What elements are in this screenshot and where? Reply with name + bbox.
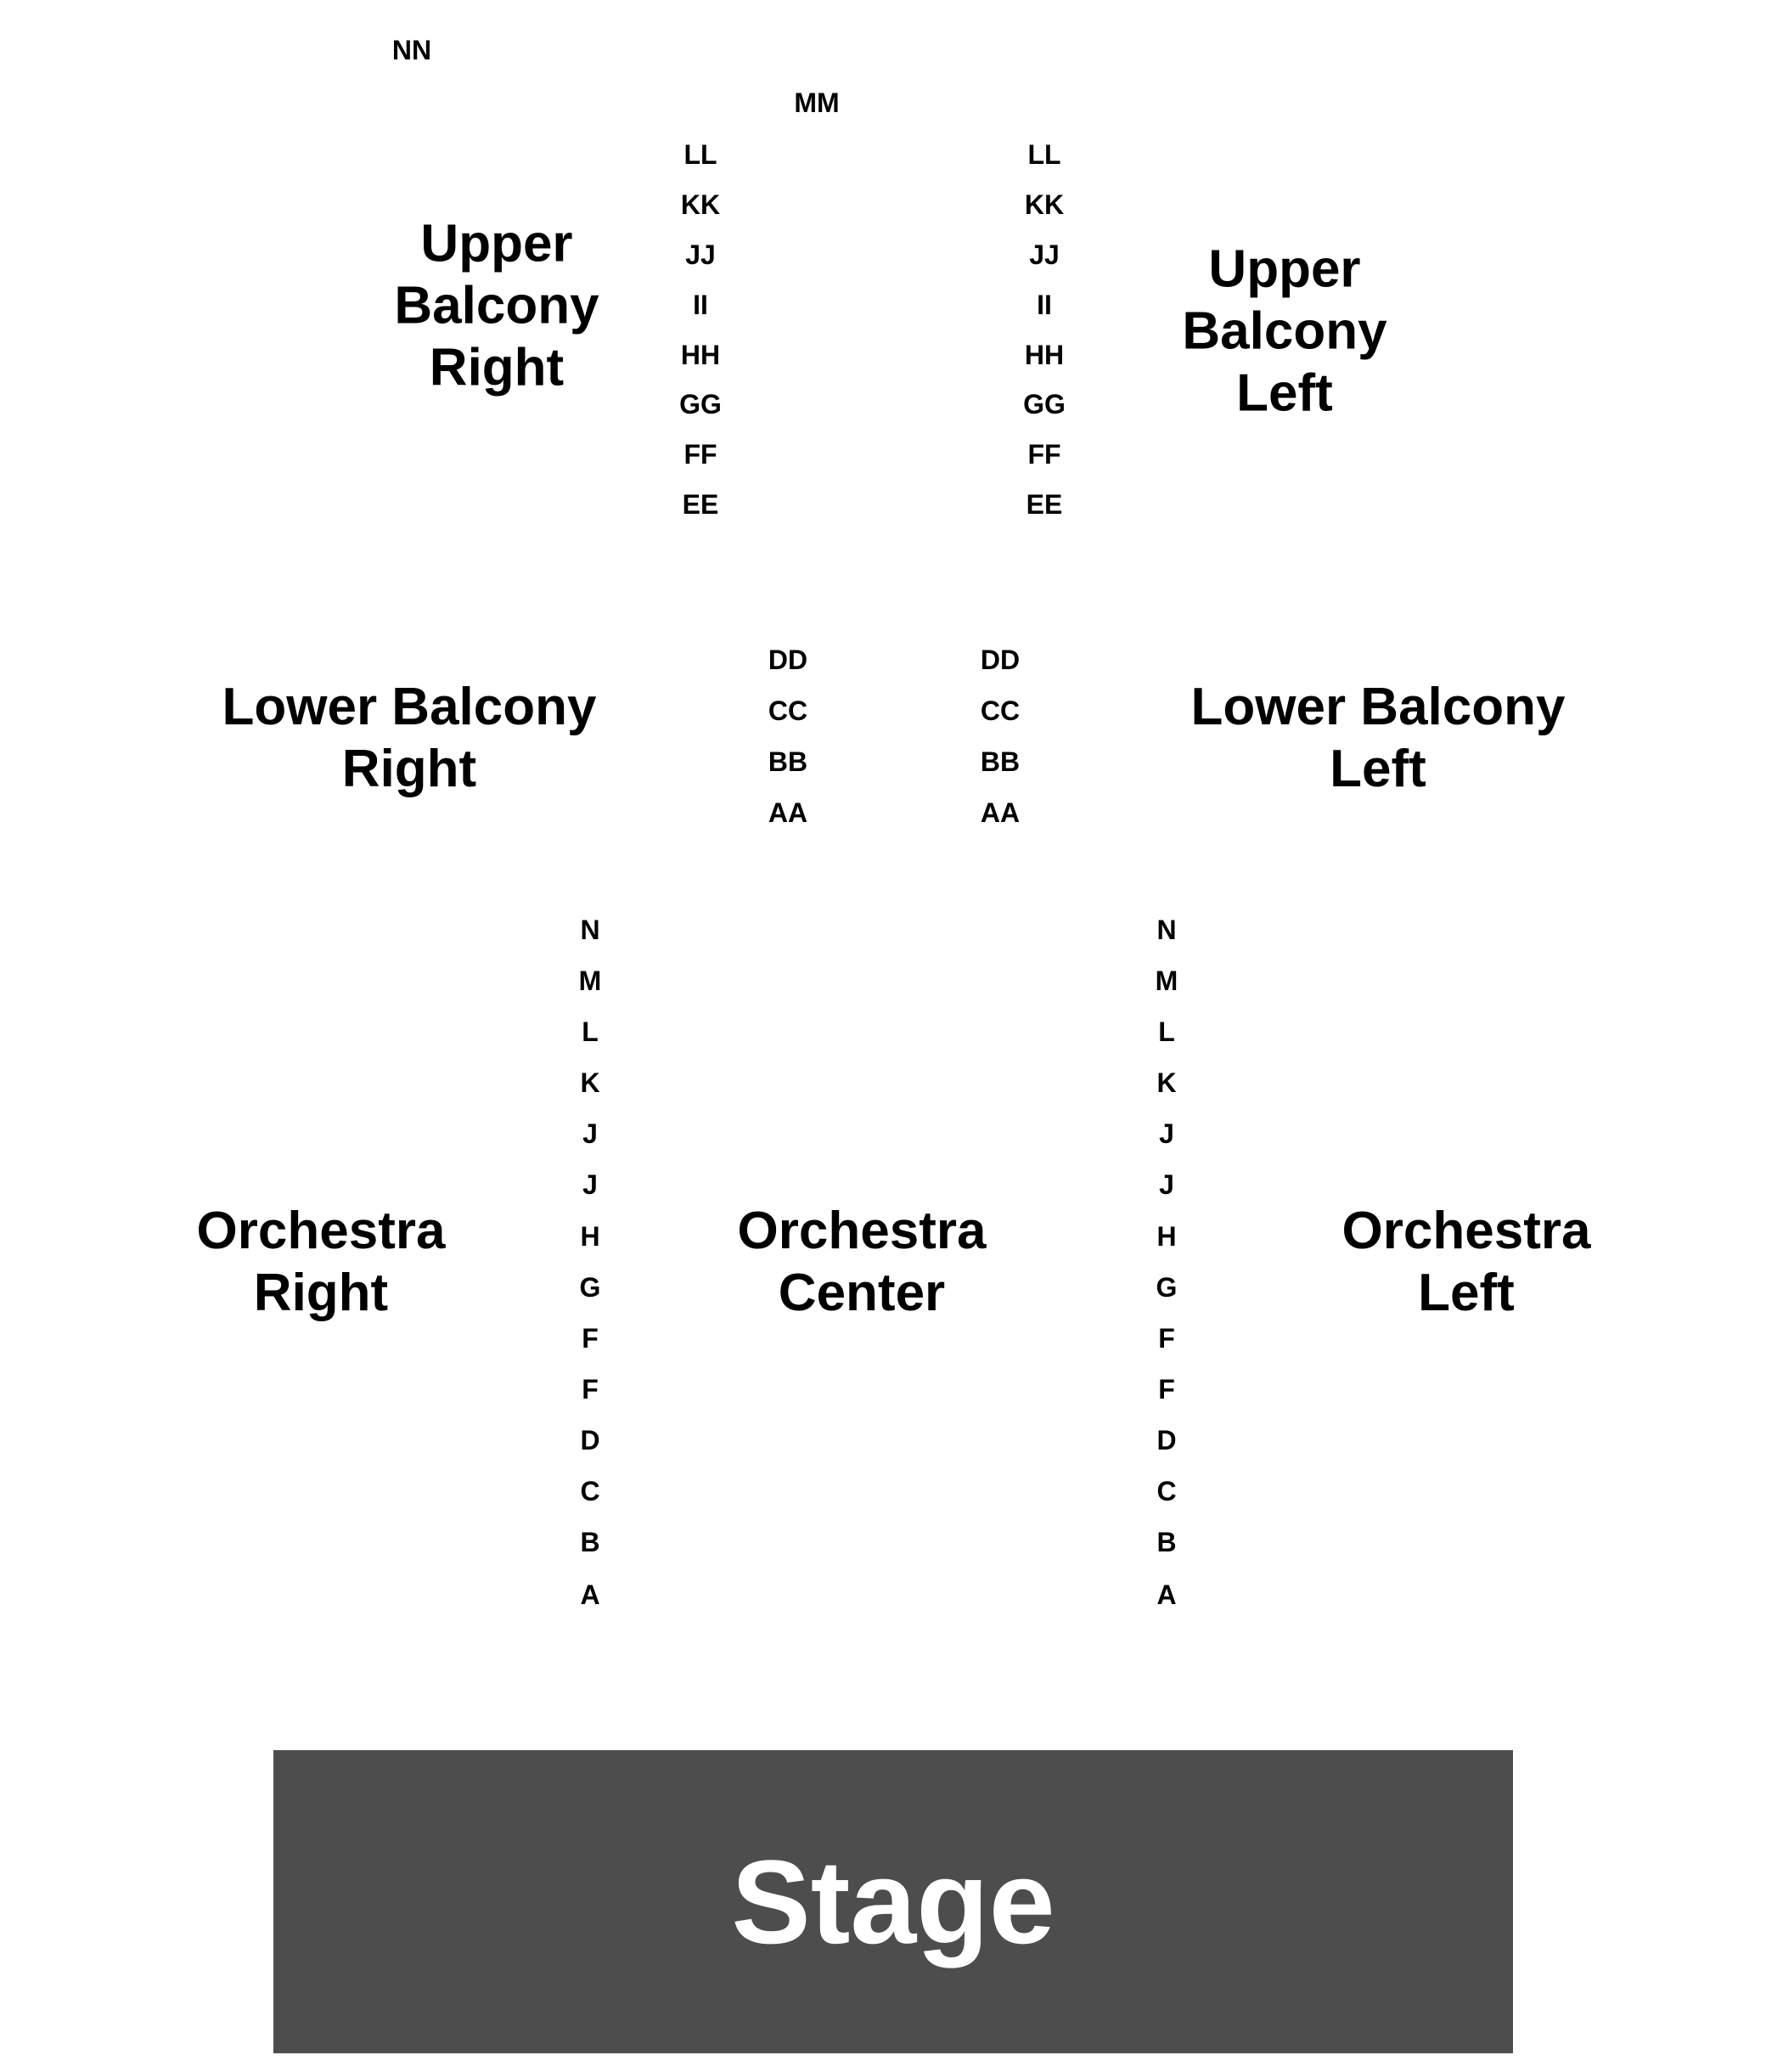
row-label[interactable]: FF: [1027, 439, 1061, 470]
row-label-nn[interactable]: NN: [391, 35, 432, 65]
section-label-line: Upper: [1208, 239, 1361, 299]
section-label-line: Upper: [420, 214, 573, 273]
section-label-line: Lower Balcony: [1190, 678, 1566, 736]
section-label-line: Right: [429, 338, 565, 397]
row-label[interactable]: F: [582, 1374, 599, 1405]
row-label[interactable]: G: [1156, 1272, 1178, 1303]
section-label-line: Left: [1418, 1264, 1515, 1322]
row-label[interactable]: B: [580, 1527, 600, 1557]
row-label[interactable]: EE: [1026, 489, 1063, 520]
section-upper-balcony-left[interactable]: Upper Balcony Left: [1182, 239, 1386, 425]
row-label[interactable]: A: [580, 1579, 600, 1610]
section-label-line: Left: [1236, 363, 1333, 423]
row-label[interactable]: F: [1158, 1323, 1175, 1354]
section-label-line: Lower Balcony: [222, 678, 597, 736]
section-orchestra-center[interactable]: Orchestra Center: [738, 1200, 987, 1324]
stage: Stage: [273, 1750, 1513, 2053]
row-label[interactable]: K: [1156, 1067, 1177, 1098]
row-label[interactable]: AA: [980, 797, 1021, 828]
section-label-line: Orchestra: [737, 1202, 987, 1260]
row-label[interactable]: F: [582, 1323, 599, 1354]
row-label[interactable]: N: [580, 915, 600, 945]
row-label[interactable]: KK: [1024, 189, 1065, 220]
row-label[interactable]: N: [1156, 915, 1177, 945]
section-lower-balcony-left[interactable]: Lower Balcony Left: [1191, 676, 1566, 800]
stage-label: Stage: [731, 1834, 1055, 1968]
row-label[interactable]: FF: [683, 439, 717, 470]
row-label[interactable]: BB: [768, 746, 808, 777]
row-label[interactable]: LL: [1027, 139, 1061, 170]
row-label[interactable]: L: [1158, 1016, 1175, 1047]
row-label[interactable]: CC: [768, 695, 808, 726]
row-label[interactable]: II: [1037, 290, 1052, 320]
row-label[interactable]: C: [1156, 1476, 1177, 1506]
row-label[interactable]: J: [582, 1169, 598, 1200]
section-orchestra-right[interactable]: Orchestra Right: [197, 1200, 446, 1324]
row-label[interactable]: GG: [679, 389, 722, 419]
row-label[interactable]: D: [1156, 1425, 1177, 1455]
row-label[interactable]: F: [1158, 1374, 1175, 1405]
row-label-mm[interactable]: MM: [794, 87, 840, 118]
row-label[interactable]: LL: [683, 139, 717, 170]
section-label-line: Right: [253, 1264, 389, 1322]
row-label[interactable]: C: [580, 1476, 600, 1506]
row-label[interactable]: K: [580, 1067, 600, 1098]
row-label[interactable]: BB: [980, 746, 1021, 777]
row-label[interactable]: KK: [680, 189, 721, 220]
row-label[interactable]: J: [1159, 1169, 1174, 1200]
row-label[interactable]: DD: [768, 645, 808, 675]
row-label[interactable]: G: [579, 1272, 601, 1303]
row-label[interactable]: CC: [980, 695, 1021, 726]
row-label[interactable]: L: [582, 1016, 599, 1047]
row-label[interactable]: D: [580, 1425, 600, 1455]
section-label-line: Right: [341, 740, 477, 798]
row-label[interactable]: J: [1159, 1118, 1174, 1149]
row-label[interactable]: JJ: [685, 239, 716, 270]
row-label[interactable]: H: [1156, 1221, 1177, 1252]
row-label[interactable]: DD: [980, 645, 1021, 675]
row-label[interactable]: H: [580, 1221, 600, 1252]
section-label-line: Balcony: [1182, 301, 1387, 361]
row-label[interactable]: AA: [768, 797, 808, 828]
section-label-line: Center: [778, 1264, 946, 1322]
row-label[interactable]: HH: [680, 340, 721, 370]
section-label-line: Orchestra: [1341, 1202, 1591, 1260]
row-label[interactable]: HH: [1024, 340, 1065, 370]
section-label-line: Orchestra: [196, 1202, 446, 1260]
row-label[interactable]: JJ: [1029, 239, 1060, 270]
row-label[interactable]: J: [582, 1118, 598, 1149]
section-label-line: Left: [1330, 740, 1426, 798]
section-lower-balcony-right[interactable]: Lower Balcony Right: [222, 676, 597, 800]
row-label[interactable]: GG: [1023, 389, 1066, 419]
section-label-line: Balcony: [394, 276, 599, 335]
row-label[interactable]: II: [693, 290, 708, 320]
row-label[interactable]: M: [1155, 966, 1178, 996]
row-label[interactable]: M: [578, 966, 602, 996]
section-orchestra-left[interactable]: Orchestra Left: [1342, 1200, 1591, 1324]
section-upper-balcony-right[interactable]: Upper Balcony Right: [394, 213, 599, 399]
row-label[interactable]: A: [1156, 1579, 1177, 1610]
row-label[interactable]: B: [1156, 1527, 1177, 1557]
row-label[interactable]: EE: [682, 489, 719, 520]
